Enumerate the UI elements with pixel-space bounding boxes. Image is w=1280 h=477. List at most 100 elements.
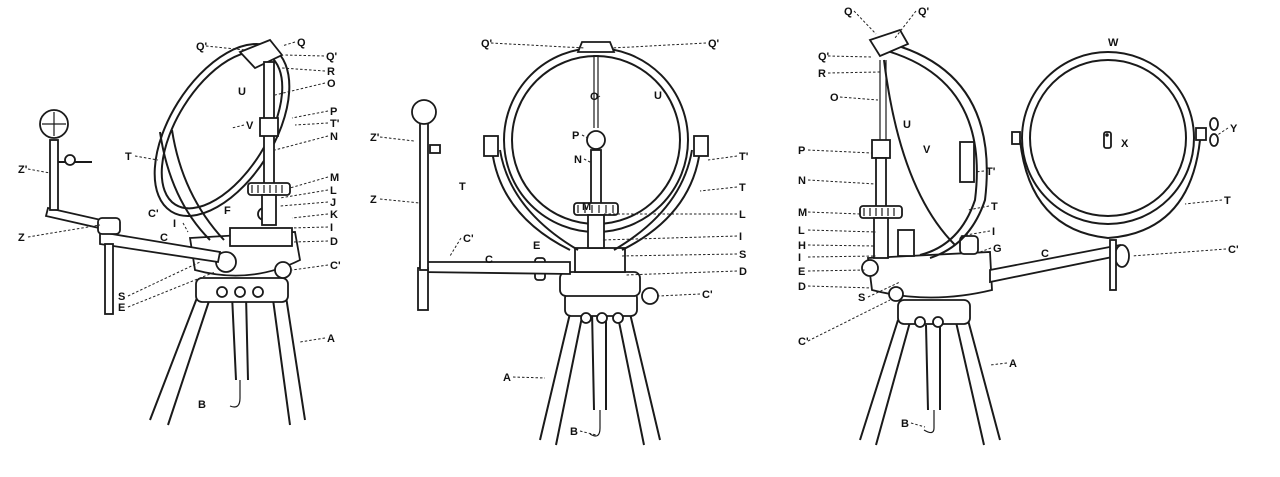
label-front-view-8: Z <box>370 194 377 206</box>
leader-line <box>967 205 990 211</box>
tripod <box>539 291 661 446</box>
leader-line <box>601 235 738 241</box>
label-left-view-19: C' <box>148 208 159 220</box>
leader-line <box>379 136 415 142</box>
leader-line <box>581 134 591 140</box>
label-front-view-19: C' <box>702 289 713 301</box>
label-left-view-1: Q <box>297 37 306 49</box>
leader-line <box>127 261 201 297</box>
tripod <box>149 277 306 426</box>
figure-front-view <box>411 41 709 446</box>
label-front-view-10: T <box>739 182 746 194</box>
label-right-view-27: A <box>1009 358 1017 370</box>
label-front-view-16: C <box>485 254 493 266</box>
leader-line <box>989 362 1008 366</box>
label-right-view-4: O <box>830 92 839 104</box>
label-right-view-20: G <box>993 243 1002 255</box>
leader-line <box>807 269 867 272</box>
label-right-view-8: P <box>798 145 805 157</box>
leader-line <box>827 71 881 74</box>
leader-line <box>807 285 873 289</box>
leader-line <box>299 337 326 343</box>
arm-c <box>44 206 222 315</box>
label-left-view-17: I <box>173 218 176 230</box>
label-left-view-25: E <box>118 302 125 314</box>
label-left-view-20: C <box>160 232 168 244</box>
leader-line <box>807 229 877 233</box>
label-front-view-9: T' <box>739 151 749 163</box>
label-left-view-22: D <box>330 236 338 248</box>
label-left-view-6: V <box>246 120 254 132</box>
base <box>534 247 659 305</box>
leader-line <box>27 224 101 238</box>
label-front-view-20: A <box>503 372 511 384</box>
label-front-view-18: D <box>739 266 747 278</box>
label-front-view-15: C' <box>463 233 474 245</box>
label-left-view-24: S <box>118 291 125 303</box>
label-right-view-18: H <box>798 240 806 252</box>
leader-line <box>289 226 329 229</box>
leader-line <box>205 45 246 51</box>
label-right-view-10: X <box>1121 138 1129 150</box>
label-front-view-6: T <box>459 181 466 193</box>
label-right-view-7: V <box>923 144 931 156</box>
leader-line <box>1184 199 1223 205</box>
label-right-view-17: I <box>992 226 995 238</box>
sight-z <box>39 109 92 211</box>
label-right-view-14: T <box>991 201 998 213</box>
leader-line <box>512 376 546 379</box>
label-left-view-18: F <box>224 205 231 217</box>
leader-line <box>284 54 325 57</box>
base <box>861 235 993 302</box>
leader-line <box>490 42 586 49</box>
column <box>859 60 915 259</box>
mirror-w <box>1011 51 1219 240</box>
column <box>247 61 291 226</box>
label-left-view-12: M <box>330 172 339 184</box>
label-left-view-23: C' <box>330 260 341 272</box>
label-right-view-0: Q <box>844 6 853 18</box>
leader-line <box>853 10 877 35</box>
leader-line <box>279 189 329 199</box>
label-right-view-25: S <box>858 292 865 304</box>
label-front-view-12: L <box>739 209 746 221</box>
arm-c <box>417 261 571 311</box>
leader-line <box>979 247 992 253</box>
label-right-view-22: C' <box>1228 244 1239 256</box>
label-right-view-23: E <box>798 266 805 278</box>
leader-line <box>291 240 329 243</box>
label-right-view-19: I <box>798 252 801 264</box>
label-left-view-3: R <box>327 66 335 78</box>
label-left-view-16: I <box>330 222 333 234</box>
label-left-view-11: Z' <box>18 164 28 176</box>
leader-line <box>593 95 601 101</box>
leader-line <box>807 244 875 247</box>
label-left-view-10: T <box>125 151 132 163</box>
label-front-view-14: E <box>533 240 540 252</box>
arm-c <box>989 239 1130 291</box>
label-front-view-3: U <box>654 90 662 102</box>
leader-line <box>624 270 738 276</box>
label-right-view-2: Q' <box>818 51 830 63</box>
label-right-view-21: C <box>1041 248 1049 260</box>
leader-line <box>294 122 329 126</box>
base <box>188 207 302 279</box>
leader-line <box>274 135 329 151</box>
label-front-view-4: P <box>572 130 579 142</box>
leader-line <box>657 293 701 297</box>
sight-z <box>411 99 441 271</box>
ring <box>868 28 988 259</box>
leader-line <box>579 430 597 436</box>
label-left-view-21: Z <box>18 232 25 244</box>
label-left-view-26: A <box>327 333 335 345</box>
label-left-view-9: N <box>330 131 338 143</box>
label-right-view-12: T' <box>986 166 996 178</box>
figure-left-view <box>39 38 306 426</box>
label-right-view-3: R <box>818 68 826 80</box>
label-front-view-11: M <box>582 201 591 213</box>
label-right-view-5: U <box>903 119 911 131</box>
leader-line <box>807 179 877 185</box>
leader-line <box>707 155 738 161</box>
label-left-view-14: J <box>330 197 336 209</box>
leader-line <box>27 168 51 174</box>
